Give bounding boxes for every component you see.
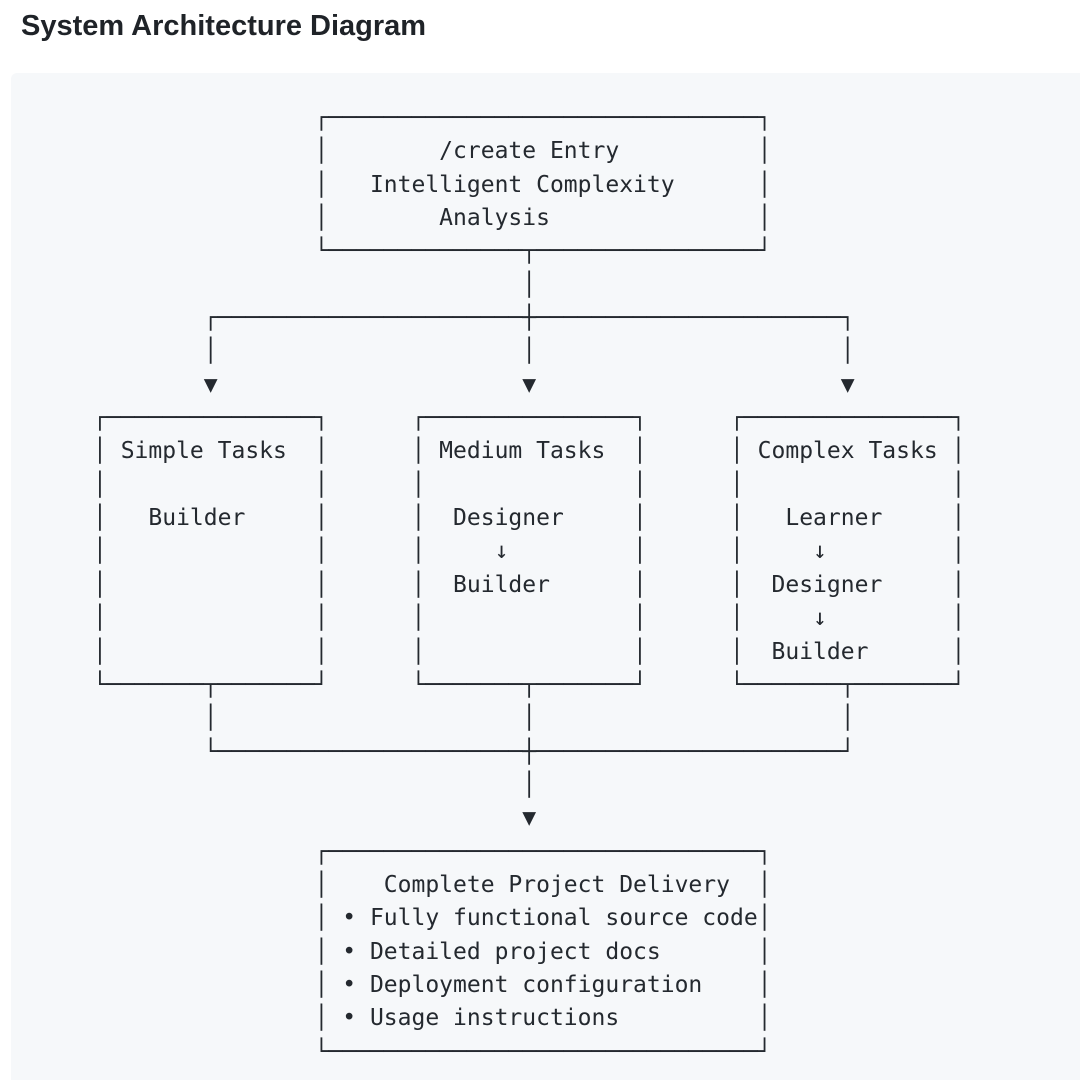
diagram-panel: ┌───────────────────────────────┐ │ /cre… bbox=[11, 73, 1080, 1080]
architecture-ascii-diagram: ┌───────────────────────────────┐ │ /cre… bbox=[93, 105, 966, 1065]
page-title: System Architecture Diagram bbox=[21, 10, 427, 42]
